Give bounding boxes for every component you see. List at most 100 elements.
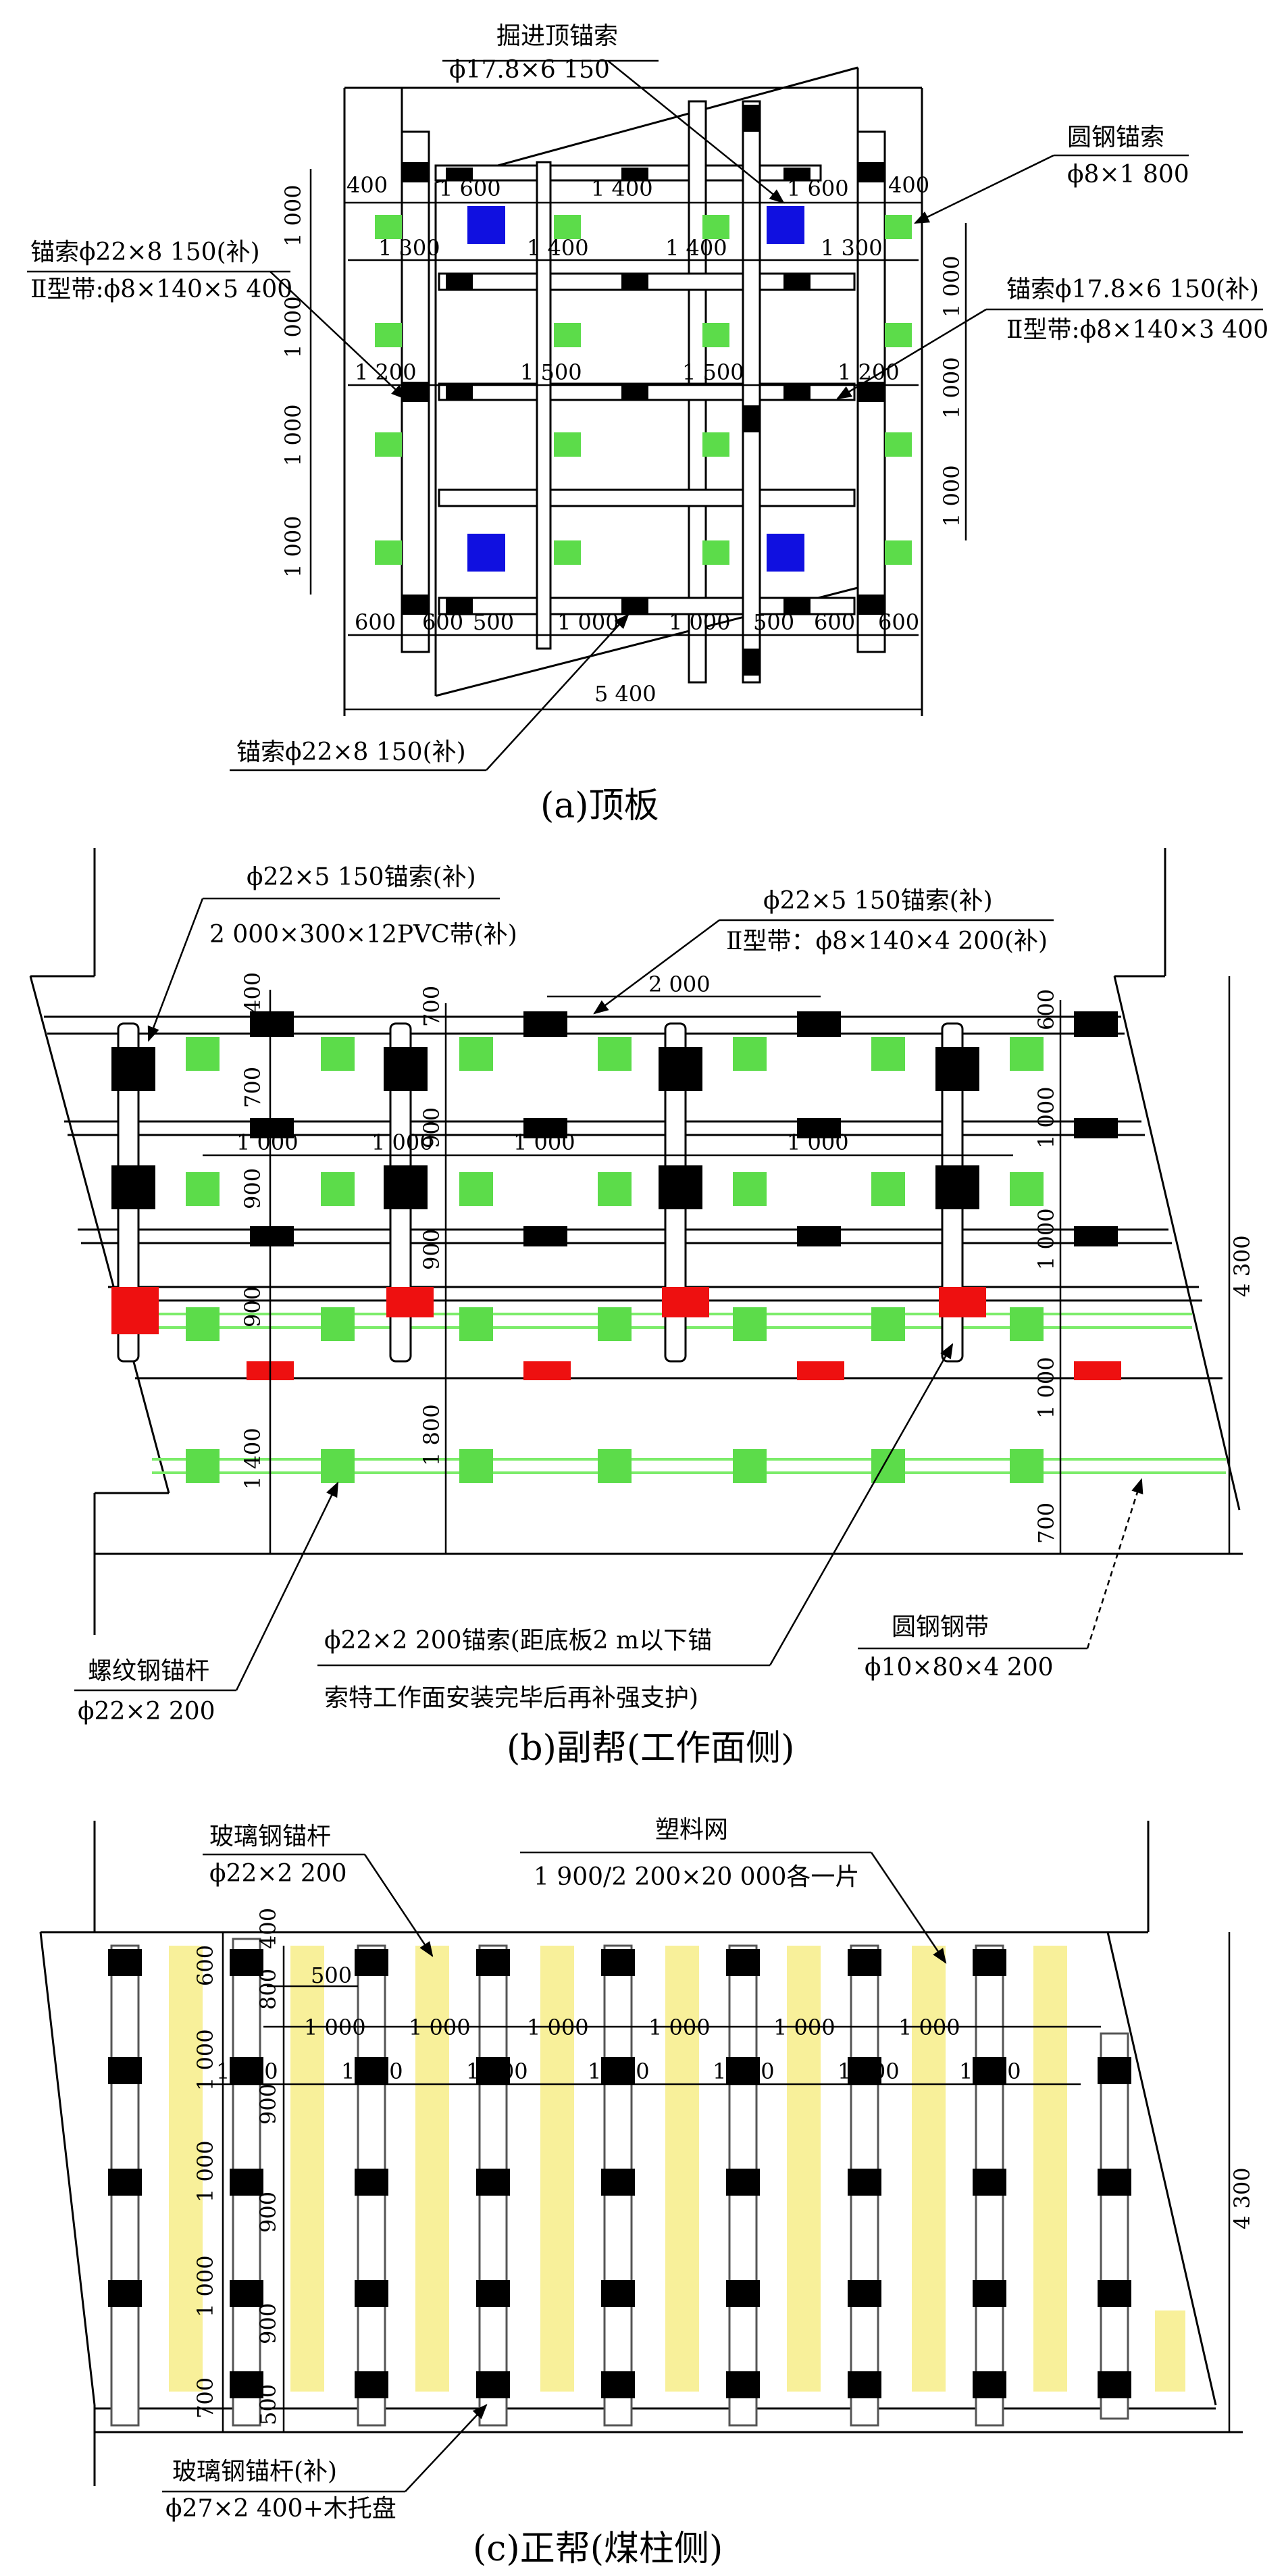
roof-dimension-lines	[309, 169, 967, 711]
aux-horizontal-straps	[44, 1015, 1223, 1380]
main-label-b2: ϕ27×2 400+木托盘	[165, 2495, 396, 2523]
aux-dim-rv-3: 1 000	[1033, 1357, 1059, 1419]
main-dim-lv-0: 600	[192, 1945, 218, 1986]
main-dim-r2-3: 1 000	[588, 2059, 650, 2084]
roof-label-round-steel-spec: ϕ8×1 800	[1067, 161, 1189, 188]
roof-dim-r1-3: 1 600	[787, 176, 849, 201]
main-dim-lv-1: 1 000	[192, 2029, 218, 2091]
roof-dim-r1-4: 400	[888, 172, 929, 198]
main-yellow-mesh-strips	[169, 1946, 1185, 2392]
aux-dim-lv-0: 400	[240, 972, 265, 1013]
roof-cable-anchors	[467, 206, 804, 572]
main-dim-total: 4 300	[1229, 2167, 1255, 2229]
aux-label-l2: 2 000×300×12PVC带(补)	[209, 921, 517, 949]
aux-label-bm2: 索特工作面安装完毕后再补强支护)	[324, 1684, 698, 1712]
roof-rebar-bolts	[375, 215, 912, 565]
roof-label-left-anchor: 锚索ϕ22×8 150(补)	[30, 238, 260, 266]
roof-dim-b-2: 500	[473, 609, 514, 635]
main-dim-lv-2: 1 000	[192, 2140, 218, 2202]
main-dim-mv-0: 400	[255, 1908, 281, 1949]
main-dim-r1-5: 1 000	[898, 2015, 960, 2040]
roof-dim-r2-3: 1 300	[821, 235, 883, 261]
aux-dim-rv-2: 1 000	[1033, 1208, 1059, 1270]
main-dimension-lines	[203, 1932, 1231, 2432]
roof-dim-r3-1: 1 500	[520, 359, 582, 385]
aux-dim-mv-1: 900	[419, 1107, 444, 1148]
roof-label-left-strap: Ⅱ型带:ϕ8×140×5 400	[30, 276, 292, 303]
panel-main-side: 玻璃钢锚杆 ϕ22×2 200 塑料网 1 900/2 200×20 000各一…	[39, 1816, 1255, 2569]
panel-roof: 掘进顶锚索 ϕ17.8×6 150 圆钢锚索 ϕ8×1 800 锚索ϕ22×8 …	[27, 22, 1268, 826]
aux-cable-anchors-black	[111, 1011, 1118, 1246]
roof-dim-r2-2: 1 400	[665, 235, 727, 261]
aux-cable-anchors-red	[111, 1287, 1121, 1380]
main-label-r1: 塑料网	[655, 1816, 728, 1844]
roof-dim-r2-1: 1 400	[527, 235, 589, 261]
aux-dim-mv-0: 700	[419, 986, 444, 1027]
main-dim-lv-4: 700	[192, 2377, 218, 2419]
roof-dim-b-4: 1 000	[669, 609, 731, 635]
roof-label-excavation-anchor: 掘进顶锚索	[496, 22, 618, 50]
roof-dim-r1-0: 400	[346, 172, 388, 198]
roof-dim-lv-1: 1 000	[280, 296, 306, 358]
roof-dim-lv-2: 1 000	[280, 404, 306, 466]
aux-dim-top: 2 000	[648, 971, 711, 997]
aux-dim-rv-1: 1 000	[1033, 1086, 1059, 1148]
panel-auxiliary-side: ϕ22×5 150锚索(补) 2 000×300×12PVC带(补) ϕ22×5…	[29, 848, 1255, 1769]
roof-dim-r3-2: 1 500	[682, 359, 744, 385]
aux-label-r1: ϕ22×5 150锚索(补)	[763, 887, 993, 915]
main-dim-mv-5: 500	[255, 2384, 281, 2425]
main-dim-r2-1: 1 000	[341, 2059, 403, 2084]
roof-dim-rv-1: 1 000	[939, 357, 965, 419]
roof-dim-rv-0: 1 000	[939, 255, 965, 318]
aux-dim-mid-1: 1 000	[371, 1130, 434, 1155]
main-dim-r1-1: 1 000	[409, 2015, 471, 2040]
aux-label-l1: ϕ22×5 150锚索(补)	[247, 863, 476, 891]
aux-dim-lv-1: 700	[240, 1067, 265, 1108]
roof-dim-lv-3: 1 000	[280, 515, 306, 578]
roof-dim-r2-0: 1 300	[378, 235, 440, 261]
roof-dim-r1-2: 1 400	[591, 176, 653, 201]
main-dim-r1-4: 1 000	[773, 2015, 835, 2040]
roof-dim-total: 5 400	[594, 681, 657, 707]
aux-label-bm1: ϕ22×2 200锚索(距底板2 m以下锚	[324, 1627, 712, 1655]
roof-dim-r3-0: 1 200	[355, 359, 417, 385]
roof-dim-rv-2: 1 000	[939, 465, 965, 527]
aux-label-br2: ϕ10×80×4 200	[865, 1654, 1054, 1682]
aux-caption: (b)副帮(工作面侧)	[507, 1728, 794, 1769]
main-dim-mv-2: 900	[255, 2083, 281, 2125]
main-dim-mv-3: 900	[255, 2192, 281, 2233]
roof-label-right-strap: Ⅱ型带:ϕ8×140×3 400	[1006, 316, 1268, 344]
aux-dim-rv-4: 700	[1033, 1502, 1059, 1544]
main-label-r2: 1 900/2 200×20 000各一片	[534, 1863, 859, 1891]
main-dim-r2-4: 1 000	[713, 2059, 775, 2084]
roof-dim-b-6: 600	[814, 609, 855, 635]
aux-dim-rv-0: 600	[1033, 989, 1059, 1030]
roof-caption: (a)顶板	[540, 786, 659, 826]
main-dim-r2-5: 1 000	[838, 2059, 900, 2084]
aux-dim-lv-4: 1 400	[240, 1428, 265, 1490]
aux-dim-lv-2: 900	[240, 1168, 265, 1209]
aux-label-br1: 圆钢钢带	[892, 1613, 989, 1641]
main-dim-r2-2: 1 000	[466, 2059, 528, 2084]
aux-dim-lv-3: 900	[240, 1286, 265, 1328]
roof-dim-b-5: 500	[753, 609, 794, 635]
main-dim-lv-3: 1 000	[192, 2255, 218, 2317]
main-dim-r2-6: 1 000	[959, 2059, 1021, 2084]
aux-dim-mid-2: 1 000	[513, 1130, 575, 1155]
roof-label-right-anchor: 锚索ϕ17.8×6 150(补)	[1006, 276, 1259, 303]
main-dim-r1-2: 1 000	[527, 2015, 589, 2040]
main-bolt-plates	[108, 1949, 1131, 2398]
aux-dimension-lines	[203, 976, 1231, 1554]
main-dim-r1-0: 1 000	[304, 2015, 366, 2040]
roof-dim-r1-1: 1 600	[439, 176, 501, 201]
main-dim-mv-1: 800	[255, 1969, 281, 2010]
aux-outline	[29, 848, 1243, 1635]
roof-dim-b-1: 600	[422, 609, 463, 635]
aux-label-r2: Ⅱ型带：ϕ8×140×4 200(补)	[726, 928, 1048, 955]
aux-label-bl2: ϕ22×2 200	[78, 1698, 215, 1725]
main-outline	[39, 1821, 1243, 2486]
roof-label-bottom-anchor: 锚索ϕ22×8 150(补)	[236, 738, 466, 766]
aux-dim-mid-3: 1 000	[787, 1130, 849, 1155]
main-caption: (c)正帮(煤柱侧)	[473, 2529, 723, 2569]
